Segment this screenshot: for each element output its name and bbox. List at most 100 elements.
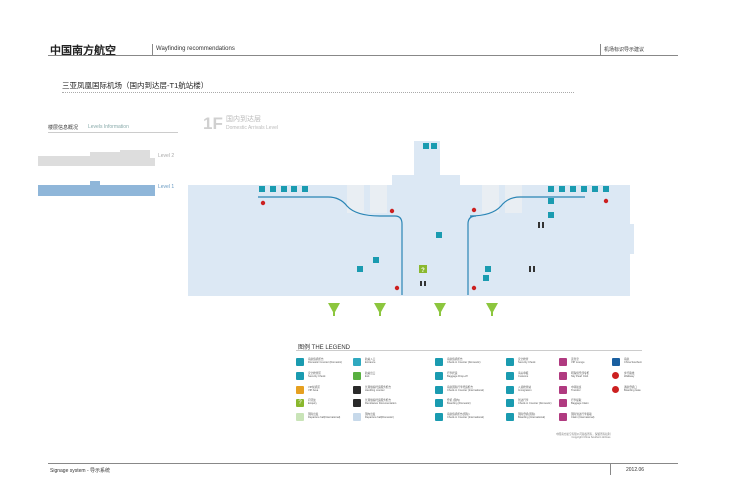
header-subtitle: Wayfinding recommendations — [156, 46, 235, 52]
column-block — [347, 185, 364, 213]
enquiry-icon — [419, 265, 427, 273]
square-icon — [435, 372, 443, 380]
sign-entrance-top — [431, 143, 437, 149]
legend-label: 行李提取 Baggage Claim — [571, 399, 589, 406]
circle-icon — [612, 372, 619, 379]
square-icon — [296, 372, 304, 380]
sign-top-left-row — [259, 186, 308, 192]
level1-label[interactable]: Level 1 — [158, 184, 175, 190]
sign-right-mid — [485, 266, 491, 272]
levels-label-en: Levels Information — [88, 124, 129, 130]
route-left — [258, 196, 403, 295]
header-separator — [600, 44, 601, 56]
legend-label: 行李托运 Baggage Drop-off — [447, 372, 468, 379]
square-icon — [559, 386, 567, 394]
legend-label: 航站出口 Exit — [365, 372, 376, 379]
logo-icon — [612, 358, 620, 366]
legend-label: 海关申报 Customs — [518, 372, 529, 379]
question-icon: ? — [296, 399, 304, 407]
restroom-icon — [420, 222, 544, 286]
terminal-building — [188, 141, 634, 296]
legend-label: 航站入口 Entrance — [365, 358, 376, 365]
legend-label: 到达行李 Check-in Counter (Domestic) — [518, 399, 552, 406]
square-icon — [353, 413, 361, 421]
floor-number: 1F — [203, 114, 223, 133]
legend-label: 安全检查区 Security Check — [308, 372, 326, 379]
levels-label: 楼层信息概况 — [48, 125, 79, 131]
route-right — [467, 196, 585, 295]
square-icon — [296, 413, 304, 421]
legend-title: 图例 THE LEGEND — [298, 345, 351, 351]
sign-right-upper — [548, 198, 554, 204]
square-icon — [435, 386, 443, 394]
legend-label: 南航值机柜台 Domestic Counter (Domestic) — [308, 358, 343, 365]
marker-icon — [260, 198, 609, 291]
level2-silhouette — [38, 150, 155, 166]
column-block — [370, 185, 387, 213]
legend-label: 安全检查 Security Check — [518, 358, 536, 365]
legend-label: 明珠俱乐部专柜 Sky Pearl Club — [571, 372, 590, 379]
square-icon — [559, 399, 567, 407]
legend-label: 南航值机柜台 Check-in Counter (Domestic) — [447, 358, 481, 365]
circle-icon — [612, 386, 619, 393]
footer-left: Signage system - 导示系统 — [50, 468, 111, 474]
sign-right-mid — [483, 275, 489, 281]
square-icon — [559, 358, 567, 366]
legend-divider — [296, 350, 642, 351]
square-icon — [435, 358, 443, 366]
square-icon — [559, 413, 567, 421]
level2-label[interactable]: Level 2 — [158, 153, 175, 159]
header-right-title: 机场标识导示建议 — [604, 47, 645, 53]
square-icon — [506, 399, 514, 407]
legend-label: VIP候机区 VIP Area — [308, 386, 320, 393]
square-icon — [296, 386, 304, 394]
square-icon — [506, 413, 514, 421]
footer-date: 2012.06 — [626, 467, 645, 473]
legend-label: 中转航班 Transfer — [571, 386, 582, 393]
sign-entrance-top — [423, 143, 429, 149]
legend-label: 登机 (国内) Boarding (Domestic) — [447, 399, 471, 406]
copyright-note: 中国南方航空有限公司版权所有，保留所有权利 Copyright China So… — [556, 433, 611, 440]
sign-top-right-row — [548, 186, 609, 192]
legend-label: 通航登机口 Boarding Gate — [624, 386, 641, 393]
arrow-icon — [353, 358, 361, 366]
floor-name-en: Domestic Arrivals Level — [226, 125, 278, 131]
svg-text:?: ? — [421, 268, 425, 274]
legend-label: 国内出发 Departure hall(Domestic) — [365, 413, 394, 420]
levels-divider — [48, 132, 178, 133]
header-divider — [48, 55, 678, 56]
square-icon — [559, 372, 567, 380]
legend-label: 南航 China Southern — [624, 358, 643, 365]
floor-name-cn: 国内到达层 — [226, 116, 261, 123]
column-block — [482, 185, 499, 213]
legend-label: 长期旅客托运服务柜台 Remittance Documentation — [365, 399, 397, 406]
legend-label: 国际登机(国际) Boarding (International) — [518, 413, 546, 420]
legend-label: 国际到达行李提取 Claim (International) — [571, 413, 595, 420]
legend-label: 步行路线 Walkway — [624, 372, 635, 379]
title-underline — [62, 92, 574, 93]
legend-label: 入境检查站 Immigration — [518, 386, 532, 393]
level1-silhouette — [38, 181, 155, 196]
page-title: 三亚凤凰国际机场（国内到达层-T1航站楼） — [62, 81, 209, 90]
square-icon — [435, 399, 443, 407]
square-icon — [506, 358, 514, 366]
people-icon — [353, 399, 361, 407]
legend-label: 贵宾室 VIP Lounge — [571, 358, 585, 365]
legend-label: 国际出发 Departure hall(International) — [308, 413, 341, 420]
square-icon — [296, 358, 304, 366]
header-separator — [152, 44, 153, 56]
footer-divider — [48, 463, 678, 464]
arrow-icon — [353, 372, 361, 380]
sign-left-mid — [357, 266, 363, 272]
exit-arrow-icon — [328, 303, 498, 316]
square-icon — [506, 386, 514, 394]
footer-separator — [610, 463, 611, 475]
brand-title: 中国南方航空 — [50, 45, 116, 57]
square-icon — [506, 372, 514, 380]
legend-label: 问讯处 Enquiry — [308, 399, 317, 406]
sign-left-mid — [373, 257, 379, 263]
legend-label: 南航国际行李托运柜台 Check-in Counter (Internation… — [447, 386, 484, 393]
legend-label: 南航值机柜台(国际) Check-in Counter (Internation… — [447, 413, 484, 420]
